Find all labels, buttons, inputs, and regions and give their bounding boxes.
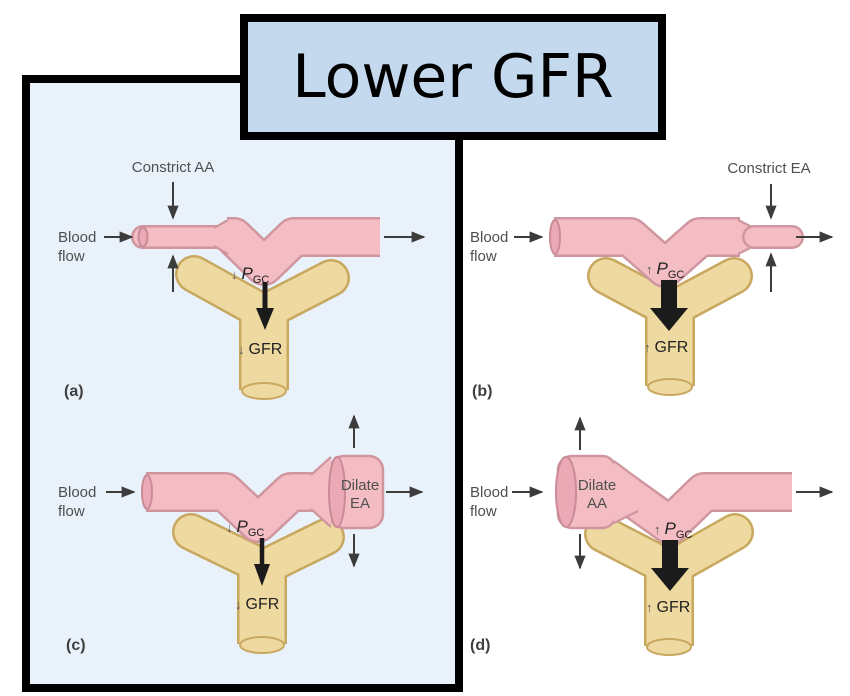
gfr-arrow-head bbox=[254, 564, 270, 586]
pgc-label: ↓PGC bbox=[226, 517, 264, 539]
panel-c: Blood flow Dilate EA ↓PGC ↓GFR (c) bbox=[58, 414, 424, 654]
vessel-tube bbox=[549, 217, 804, 288]
tubule-open-end bbox=[241, 382, 287, 400]
tubule-open-end bbox=[647, 378, 693, 396]
gfr-arrow-head bbox=[256, 308, 274, 330]
panel-letter-c: (c) bbox=[66, 637, 86, 654]
blood-flow-label-line1: Blood bbox=[470, 229, 508, 246]
gfr-label: ↑GFR bbox=[644, 339, 688, 356]
blood-flow-label-line2: flow bbox=[470, 503, 497, 520]
dilated-segment-cap bbox=[328, 456, 346, 528]
blood-flow-label-line1: Blood bbox=[58, 484, 96, 501]
vessel-end-cap bbox=[141, 474, 153, 510]
gfr-label: ↑GFR bbox=[646, 599, 690, 616]
panel-letter-d: (d) bbox=[470, 637, 490, 654]
dilate-aa-label-line2: AA bbox=[587, 495, 607, 512]
blood-flow-label-line2: flow bbox=[58, 503, 85, 520]
gfr-label: ↓GFR bbox=[235, 596, 279, 613]
gfr-arrow-bold bbox=[650, 280, 688, 331]
blood-flow-label-line2: flow bbox=[58, 248, 85, 265]
gfr-arrow-bold bbox=[651, 540, 689, 591]
tubule-open-end bbox=[646, 638, 692, 656]
title-label: Lower GFR bbox=[292, 42, 614, 112]
blood-flow-label-line1: Blood bbox=[58, 229, 96, 246]
pgc-label: ↑PGC bbox=[646, 259, 684, 281]
tubule-y bbox=[175, 255, 350, 400]
dilate-ea-label-line2: EA bbox=[350, 495, 370, 512]
panel-letter-b: (b) bbox=[472, 383, 492, 400]
panel-letter-a: (a) bbox=[64, 383, 84, 400]
panel-d: Blood flow Dilate AA ↑PGC ↑GFR (d) bbox=[470, 416, 834, 656]
gfr-label: ↓GFR bbox=[238, 341, 282, 358]
pgc-label: ↑PGC bbox=[654, 519, 692, 541]
title-box: Lower GFR bbox=[240, 14, 666, 140]
panel-a: Blood flow Constrict AA ↓PGC ↓GFR (a) bbox=[58, 159, 426, 400]
vessel-tube bbox=[141, 454, 385, 543]
tubule-y bbox=[172, 513, 345, 654]
constrict-aa-label: Constrict AA bbox=[132, 159, 215, 176]
blood-flow-label-line2: flow bbox=[470, 248, 497, 265]
vessel-tube bbox=[555, 454, 792, 545]
vessel-end-cap bbox=[549, 219, 561, 255]
dilated-segment-cap bbox=[555, 456, 577, 528]
dilate-ea-label-line1: Dilate bbox=[341, 477, 379, 494]
dilate-aa-label-line1: Dilate bbox=[578, 477, 616, 494]
blood-flow-label-line1: Blood bbox=[470, 484, 508, 501]
panel-b: Blood flow Constrict EA ↑PGC ↑GFR (b) bbox=[470, 160, 834, 400]
vessel-tube bbox=[131, 217, 380, 286]
vessel-end-cap bbox=[137, 226, 149, 248]
tubule-open-end bbox=[239, 636, 285, 654]
constrict-ea-label: Constrict EA bbox=[727, 160, 810, 177]
